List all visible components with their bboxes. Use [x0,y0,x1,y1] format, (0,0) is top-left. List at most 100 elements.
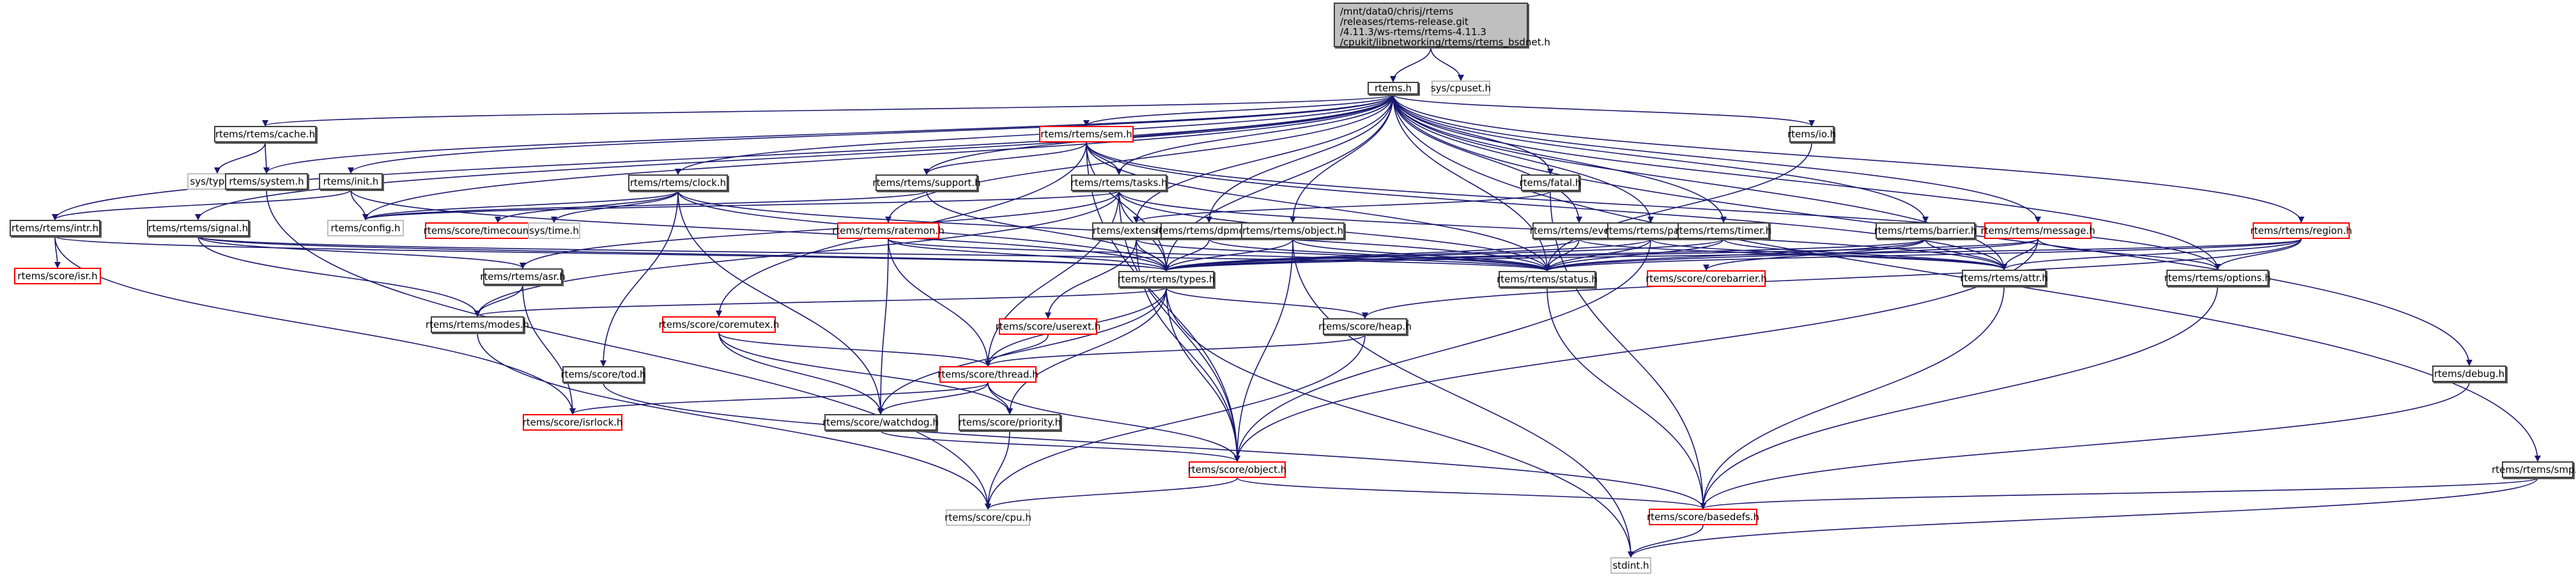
edge-ratemon-to-watchdog [877,238,889,415]
edge-types-to-object-s [1166,287,1240,462]
graph-node-system[interactable]: rtems/system.h [225,173,308,190]
graph-node-asr[interactable]: rtems/rtems/asr.h [480,268,566,285]
graph-node-cpu: rtems/score/cpu.h [945,509,1031,526]
edge-fatal-to-basedefs [1550,190,1706,509]
graph-node-isr[interactable]: rtems/score/isr.h [14,268,101,284]
graph-node-barrier[interactable]: rtems/rtems/barrier.h [1874,222,1977,239]
edge-signal-to-types [197,236,1169,272]
graph-node-stdint: stdint.h [1610,557,1651,574]
graph-node-priority[interactable]: rtems/score/priority.h [959,414,1061,431]
edge-rtems-h-to-region [1392,94,2304,223]
edge-system-to-cpu [266,189,991,510]
edge-object-r-to-object-s [1234,238,1293,462]
edge-smp-to-basedefs [1700,477,2538,509]
edge-region-to-attr [2001,238,2302,270]
graph-node-smp[interactable]: rtems/rtems/smp.h [2492,461,2576,478]
graph-node-sem[interactable]: rtems/rtems/sem.h [1039,126,1134,142]
edge-watchdog-to-object-s [880,430,1240,462]
edge-region-to-status [1544,238,2302,272]
graph-node-basedefs[interactable]: rtems/score/basedefs.h [1647,509,1759,525]
edge-coremutex-to-thread [718,332,991,367]
graph-node-watchdog[interactable]: rtems/score/watchdog.h [822,414,939,431]
edge-rtems-h-to-fatal [1392,94,1554,175]
edge-types-to-watchdog [877,287,1167,415]
graph-node-timer[interactable]: rtems/rtems/timer.h [1676,222,1771,239]
edge-rtems-h-to-message [1392,94,2041,223]
edge-init-to-types [350,189,1169,272]
edge-tasks-to-thread [985,190,1120,367]
edge-thread-to-object-s [987,382,1240,462]
edge-rtems-h-to-dpmem [1206,94,1394,223]
edge-root-to-sys-cpuset [1430,47,1464,81]
graph-node-clock[interactable]: rtems/rtems/clock.h [628,174,728,191]
edge-init-to-intr [52,189,351,220]
edge-io-to-status [1544,142,1812,272]
graph-node-fatal[interactable]: rtems/fatal.h [1520,174,1581,191]
edge-region-to-options [2214,238,2302,270]
edge-status-to-basedefs [1546,287,1706,509]
edge-signal-to-status [197,236,1550,272]
edge-sem-to-options [1086,142,2221,270]
edge-options-to-basedefs [1700,286,2218,509]
edge-ratemon-to-thread [888,238,991,367]
edge-rtems-h-to-ratemon [885,94,1394,223]
graph-node-signal[interactable]: rtems/rtems/signal.h [147,220,249,236]
graph-node-status[interactable]: rtems/rtems/status.h [1497,271,1598,288]
graph-node-io[interactable]: rtems/io.h [1787,126,1836,142]
graph-node-root[interactable]: /mnt/data0/chrisj/rtems /releases/rtems-… [1334,3,1550,47]
edge-rtems-h-to-init [348,94,1394,174]
edge-rtems-h-to-system [263,94,1394,174]
edge-rtems-h-to-config [362,94,1394,220]
edge-rtems-h-to-event [1392,94,1582,223]
graph-node-ratemon[interactable]: rtems/rtems/ratemon.h [832,222,945,239]
graph-node-isrlock[interactable]: rtems/score/isrlock.h [523,414,622,431]
edge-extension-to-userext [1045,238,1137,319]
edge-tasks-to-modes [474,190,1120,317]
edge-tasks-to-config [362,190,1120,220]
edge-cache-to-sys-types [214,142,266,174]
edge-part-to-object-s [1234,238,1651,462]
graph-node-userext[interactable]: rtems/score/userext.h [996,318,1100,335]
edge-smp-to-stdint [1628,477,2538,558]
edge-rtems-h-to-signal [195,94,1394,220]
edge-clock-to-config [362,190,679,220]
edge-asr-to-isrlock [522,284,576,415]
graph-node-support[interactable]: rtems/rtems/support.h [872,174,981,191]
graph-node-rtems-h[interactable]: rtems.h [1368,82,1419,95]
edge-support-to-config [362,190,927,220]
edge-timer-to-types [1163,238,1724,272]
edge-rtems-h-to-cache [262,94,1394,127]
graph-node-modes[interactable]: rtems/rtems/modes.h [426,316,529,333]
edge-ratemon-to-types [888,238,1169,272]
graph-node-types[interactable]: rtems/rtems/types.h [1117,271,1215,288]
graph-node-object-r[interactable]: rtems/rtems/object.h [1241,222,1345,239]
graph-node-options[interactable]: rtems/rtems/options.h [2164,270,2271,286]
edge-signal-to-modes [197,236,481,317]
edge-root-to-rtems-h [1390,47,1431,82]
graph-node-corebarrier[interactable]: rtems/score/corebarrier.h [1646,270,1767,287]
graph-node-coremutex[interactable]: rtems/score/coremutex.h [659,316,779,333]
edge-part-to-attr [1650,238,2007,270]
graph-node-debug[interactable]: rtems/debug.h [2432,365,2506,382]
graph-node-tod[interactable]: rtems/score/tod.h [561,366,646,383]
edge-thread-to-watchdog [877,382,989,415]
graph-node-object-s[interactable]: rtems/score/object.h [1188,461,1286,478]
edge-cache-to-system [263,142,270,174]
graph-node-attr[interactable]: rtems/rtems/attr.h [1960,270,2048,286]
edge-rtems-h-to-options [1392,94,2221,270]
edge-signal-to-asr [197,236,526,269]
graph-node-cache[interactable]: rtems/rtems/cache.h [214,126,316,142]
graph-node-thread[interactable]: rtems/score/thread.h [937,366,1038,383]
edge-types-to-stdint [1166,287,1634,558]
graph-node-tasks[interactable]: rtems/rtems/tasks.h [1070,174,1168,191]
graph-node-region[interactable]: rtems/rtems/region.h [2250,222,2352,239]
graph-node-intr[interactable]: rtems/rtems/intr.h [10,220,100,236]
edge-thread-to-isrlock [569,382,989,415]
edge-heap-to-thread [985,334,1366,367]
graph-node-init[interactable]: rtems/init.h [319,173,383,190]
graph-node-part[interactable]: rtems/rtems/part.h [1605,222,1696,239]
edge-types-to-modes [474,287,1167,317]
graph-node-heap[interactable]: rtems/score/heap.h [1318,318,1412,335]
graph-node-message[interactable]: rtems/rtems/message.h [1980,222,2095,239]
